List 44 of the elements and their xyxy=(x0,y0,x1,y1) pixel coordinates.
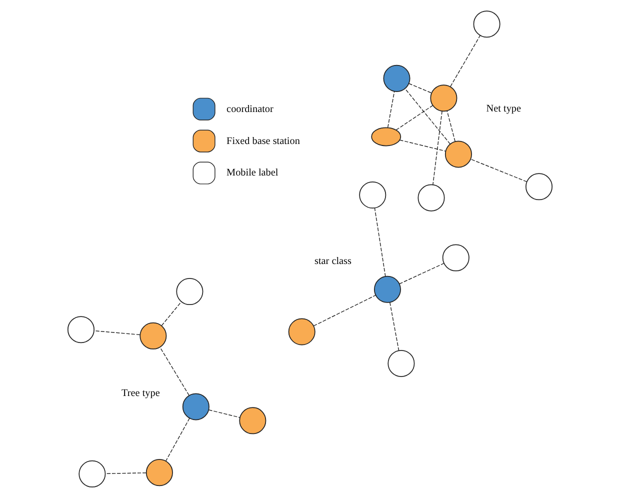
node-circle xyxy=(239,407,266,434)
legend-label: coordinator xyxy=(226,104,274,115)
connector xyxy=(432,110,442,186)
connector xyxy=(399,262,444,284)
connector xyxy=(208,410,240,418)
connector xyxy=(165,418,190,462)
node-circle xyxy=(418,184,445,212)
connector xyxy=(396,105,434,130)
connector xyxy=(374,208,386,277)
node-circle xyxy=(288,318,316,346)
node-circle xyxy=(388,350,415,377)
connector xyxy=(446,110,456,142)
node-circle xyxy=(67,316,94,344)
connector xyxy=(313,294,376,326)
legend-label: Fixed base station xyxy=(226,136,300,147)
connector xyxy=(390,302,400,351)
label: star class xyxy=(314,256,352,267)
connector xyxy=(408,83,432,94)
node-circle xyxy=(146,459,173,486)
node-ellipse xyxy=(371,127,402,146)
connector xyxy=(94,330,140,336)
node-circle xyxy=(182,393,210,420)
connector xyxy=(399,140,446,152)
connector xyxy=(404,88,450,144)
node-circle xyxy=(140,322,167,350)
label: Net type xyxy=(486,104,522,115)
label: Tree type xyxy=(122,388,160,400)
node-circle xyxy=(444,140,472,168)
node-circle xyxy=(526,173,553,200)
connector xyxy=(161,301,182,326)
connector xyxy=(450,35,480,87)
node-circle xyxy=(78,460,106,488)
node-circle xyxy=(359,182,386,209)
node-circle xyxy=(374,276,401,303)
legend-label: Mobile label xyxy=(226,168,278,179)
connector xyxy=(160,346,190,396)
connector xyxy=(387,91,395,128)
node-circle xyxy=(473,10,500,38)
node-circle xyxy=(176,278,204,306)
connector xyxy=(470,158,528,182)
connector xyxy=(105,472,147,474)
node-circle xyxy=(442,244,470,272)
node-circle xyxy=(430,84,458,112)
node-circle xyxy=(383,64,410,92)
